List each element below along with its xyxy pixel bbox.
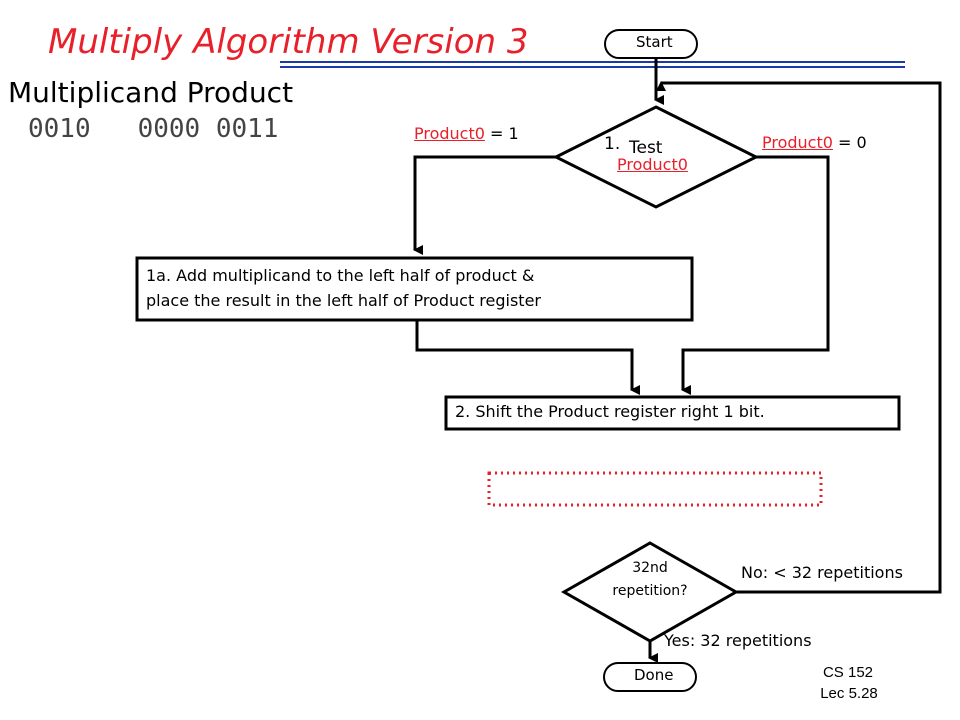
yes-branch-label: Yes: 32 repetitions — [664, 631, 812, 650]
test-operand: Product0 — [617, 155, 688, 174]
right-branch-operand: Product0 — [762, 133, 833, 152]
dotted-placeholder-box — [487, 471, 823, 507]
step-2-text: 2. Shift the Product register right 1 bi… — [455, 402, 765, 421]
step-2-box — [444, 395, 901, 431]
test-diamond — [552, 105, 760, 209]
right-branch-connector — [681, 155, 830, 395]
left-branch-operand: Product0 — [414, 124, 485, 143]
step-1a-text-line2: place the result in the left half of Pro… — [146, 291, 541, 310]
left-branch-connector — [413, 155, 556, 255]
right-branch-condition: = 0 — [832, 133, 867, 152]
step-1a-to-step-2-connector — [415, 320, 640, 395]
step-1a-box — [135, 256, 694, 322]
loop-back-connector — [656, 81, 942, 594]
slide-title: Multiply Algorithm Version 3 — [48, 22, 529, 62]
decision-line1: 32nd — [632, 560, 668, 576]
right-branch-label: Product0 = 0 — [762, 133, 867, 152]
step-1a-text-line1: 1a. Add multiplicand to the left half of… — [146, 266, 535, 285]
left-branch-label: Product0 = 1 — [414, 124, 519, 143]
decision-line2: repetition? — [612, 583, 688, 599]
done-label: Done — [634, 666, 674, 684]
start-terminal — [604, 29, 698, 59]
test-label: Test — [629, 138, 663, 158]
left-branch-condition: = 1 — [484, 124, 519, 143]
register-values: 0010 0000 0011 — [28, 114, 279, 144]
register-header: Multiplicand Product — [8, 76, 294, 109]
test-number: 1. — [604, 134, 621, 154]
start-label: Start — [636, 33, 673, 51]
footer-course: CS 152 — [822, 664, 874, 681]
no-branch-label: No: < 32 repetitions — [741, 563, 903, 582]
footer-lecture: Lec 5.28 — [820, 685, 878, 702]
done-terminal — [603, 662, 697, 692]
